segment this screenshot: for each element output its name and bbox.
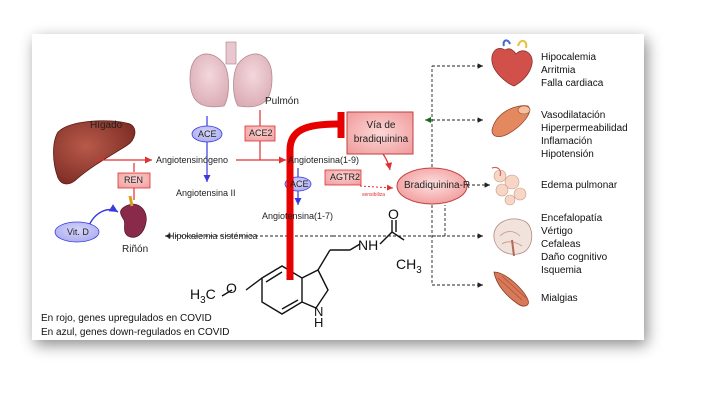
effect-headaches: Cefaleas (541, 239, 581, 250)
nh-label: NH (358, 237, 379, 253)
legend-blue: En azul, genes down-regulados en COVID (41, 327, 230, 338)
effect-hypotension: Hipotensión (541, 149, 594, 160)
kidney-icon (120, 195, 147, 238)
legend-red: En rojo, genes upregulados en COVID (41, 313, 212, 324)
liver-icon (53, 120, 136, 185)
ren-label: REN (124, 175, 144, 185)
brain-effects: Encefalopatía Vértigo Cefaleas Daño cogn… (541, 212, 607, 277)
bradykinin-pathway-box (346, 111, 414, 155)
alveoli-effects: Edema pulmonar (541, 179, 617, 192)
effect-inflammation: Inflamación (541, 136, 593, 147)
ace-top-pill (191, 125, 223, 143)
vitd-pill (54, 221, 100, 243)
lung-label: Pulmón (265, 96, 299, 107)
heart-icon (491, 39, 533, 87)
ace2-label: ACE2 (249, 128, 273, 138)
heart-effects: Hipocalemia Arritmia Falla cardiaca (541, 51, 603, 90)
pathway-line2: bradiquinina (353, 134, 409, 145)
pathway-line1: Vía de (366, 120, 396, 131)
blood-vessel-icon (491, 105, 531, 138)
effect-vasodilation: Vasodilatación (541, 110, 606, 121)
muscle-icon (493, 271, 529, 307)
bradykinin-receptor-node (396, 167, 468, 205)
angiotensin17-label: Angiotensina(1-7) (262, 211, 334, 221)
h3c-label: H3C (190, 286, 216, 306)
ace-top-label: ACE (198, 129, 217, 139)
indole-nh-label: N H (314, 304, 324, 330)
oxygen-label: O (226, 280, 237, 296)
ch3-label: CH3 (396, 256, 422, 276)
effect-encephalopathy: Encefalopatía (541, 213, 603, 224)
hypokalemia-label: Hipokalemia sistémica (168, 231, 258, 241)
alveoli-icon (491, 166, 527, 206)
liver-label: Hígado (90, 120, 123, 131)
sensitization-label: sensibiliza (362, 192, 386, 198)
melatonin-molecule-icon (221, 220, 405, 315)
agtr2-box (324, 169, 362, 186)
effect-hypokalemia: Hipocalemia (541, 52, 597, 63)
kidney-label: Riñón (122, 244, 149, 255)
ace2-box (244, 125, 276, 142)
lungs-icon (189, 41, 273, 108)
effect-hyperpermeability: Hiperpermeabilidad (541, 123, 628, 134)
vessel-effects: Vasodilatación Hiperpermeabilidad Inflam… (541, 109, 628, 161)
melatonin-inhibition-line (286, 120, 339, 280)
ace-bottom-label: ACE (290, 179, 309, 189)
agtr2-sensitization-arrow (359, 184, 394, 191)
effect-myalgias: Mialgias (541, 293, 578, 304)
carbonyl-o-label: O (388, 206, 399, 222)
effect-cognitive-damage: Daño cognitivo (541, 252, 608, 263)
angiotensinogen-label: Angiotensinógeno (156, 155, 229, 165)
effect-vertigo: Vértigo (541, 226, 573, 237)
agtr2-label: AGTR2 (330, 172, 361, 182)
effect-ischemia: Isquemia (541, 265, 582, 276)
effect-pulmonary-edema: Edema pulmonar (541, 180, 618, 191)
effect-arrhythmia: Arritmia (541, 65, 576, 76)
angiotensin2-label: Angiotensina II (176, 188, 236, 198)
vitd-label: Vit. D (67, 227, 89, 237)
angiotensin19-label: Angiotensina(1-9) (288, 155, 360, 165)
ren-box (117, 172, 151, 189)
brain-icon (493, 218, 533, 257)
muscle-effects: Mialgias (541, 292, 578, 305)
receptor-label: Bradiquinina-R (404, 180, 471, 191)
effect-heart-failure: Falla cardiaca (541, 78, 604, 89)
